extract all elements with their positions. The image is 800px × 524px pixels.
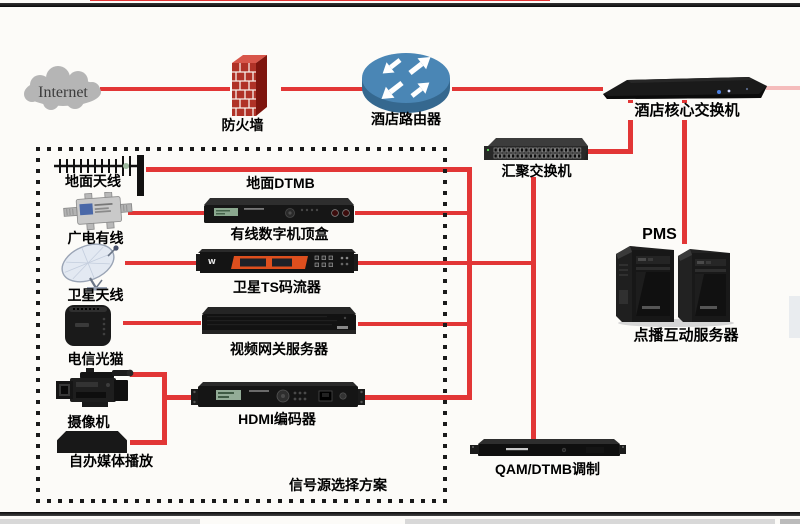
line-cable-stb	[128, 211, 205, 215]
line-ts-bus	[358, 261, 536, 265]
terrestrial-antenna-label: 地面天线	[65, 173, 121, 189]
line-firewall-router	[281, 87, 368, 91]
bottom-strip	[0, 519, 200, 524]
ts-streamer-label: 卫星TS码流器	[233, 279, 321, 295]
line-coreswitch-pms	[682, 100, 687, 244]
camera-icon	[56, 368, 134, 407]
media-player-label: 自办媒体播放	[69, 453, 153, 469]
line-terrestrial-dtmb	[146, 167, 472, 172]
core-switch-label: 酒店核心交换机	[622, 102, 752, 120]
top-edge-red-line	[90, 0, 550, 1]
media-player-icon	[57, 431, 127, 453]
agg-switch-label: 汇聚交换机	[501, 163, 572, 179]
core-switch-icon	[603, 77, 767, 99]
internet-label: Internet	[38, 84, 88, 101]
telecom-modem-label: 电信光猫	[67, 351, 124, 367]
bottom-strip	[405, 519, 775, 524]
svg-text:W: W	[208, 258, 216, 266]
line-source-bus	[467, 167, 472, 400]
terrestrial-dtmb-label: 地面DTMB	[246, 175, 315, 191]
router-label: 酒店路由器	[371, 111, 441, 127]
bottom-strip	[780, 519, 800, 524]
cable-stb-icon	[204, 198, 354, 223]
signal-source-box-top	[36, 147, 447, 151]
signal-source-box-left	[36, 147, 40, 503]
router-icon	[362, 53, 450, 113]
line-modem-gateway	[123, 321, 201, 325]
satellite-dish-icon	[61, 243, 119, 291]
line-aggswitch-qam	[531, 177, 536, 440]
telecom-modem-icon	[65, 305, 111, 346]
firewall-label: 防火墙	[221, 117, 264, 133]
satellite-dish-label: 卫星天线	[67, 287, 124, 303]
line-dish-ts	[125, 261, 198, 265]
terrestrial-antenna-icon	[54, 155, 144, 196]
line-media-bracket	[130, 440, 167, 445]
qam-modulator-icon	[470, 439, 626, 456]
vod-server-label: 点播互动服务器	[633, 327, 739, 344]
line-gateway-bus	[358, 322, 472, 326]
line-coreswitch-aggswitch-h	[588, 149, 633, 154]
line-coreswitch-right-faded	[766, 86, 800, 90]
hdmi-encoder-label: HDMI编码器	[238, 411, 316, 427]
video-gateway-label: 视频网关服务器	[230, 341, 328, 357]
line-camera-bracket	[130, 372, 167, 377]
line-router-coreswitch	[452, 87, 603, 91]
signal-source-box-label: 信号源选择方案	[289, 477, 387, 493]
agg-switch-icon	[484, 138, 588, 160]
line-bracket-hdmi	[167, 395, 195, 400]
line-coreswitch-aggswitch-v	[628, 100, 633, 154]
cable-tv-label: 广电有线	[67, 230, 124, 246]
bottom-border-line	[0, 512, 800, 516]
line-stb-bus	[355, 211, 472, 215]
pms-label: PMS	[642, 226, 677, 243]
cable-stb-label: 有线数字机顶盒	[230, 226, 329, 242]
internet-cloud: Internet	[24, 66, 101, 110]
firewall-icon	[232, 55, 267, 116]
hdmi-encoder-icon	[191, 382, 365, 407]
video-gateway-icon	[202, 307, 356, 334]
signal-source-box-bottom	[36, 499, 447, 503]
qam-modulator-label: QAM/DTMB调制	[495, 461, 600, 477]
vod-server-towers	[616, 246, 734, 327]
signal-source-box-right	[443, 147, 447, 503]
cable-splitter-icon	[63, 192, 133, 231]
line-hdmi-bus	[360, 395, 472, 400]
camera-label: 摄像机	[67, 414, 110, 430]
ts-streamer-icon: W	[196, 249, 358, 273]
right-edge-artifact	[789, 296, 800, 338]
line-internet-firewall	[100, 87, 230, 91]
top-border-line	[0, 3, 800, 7]
line-bracket-v	[162, 372, 167, 445]
